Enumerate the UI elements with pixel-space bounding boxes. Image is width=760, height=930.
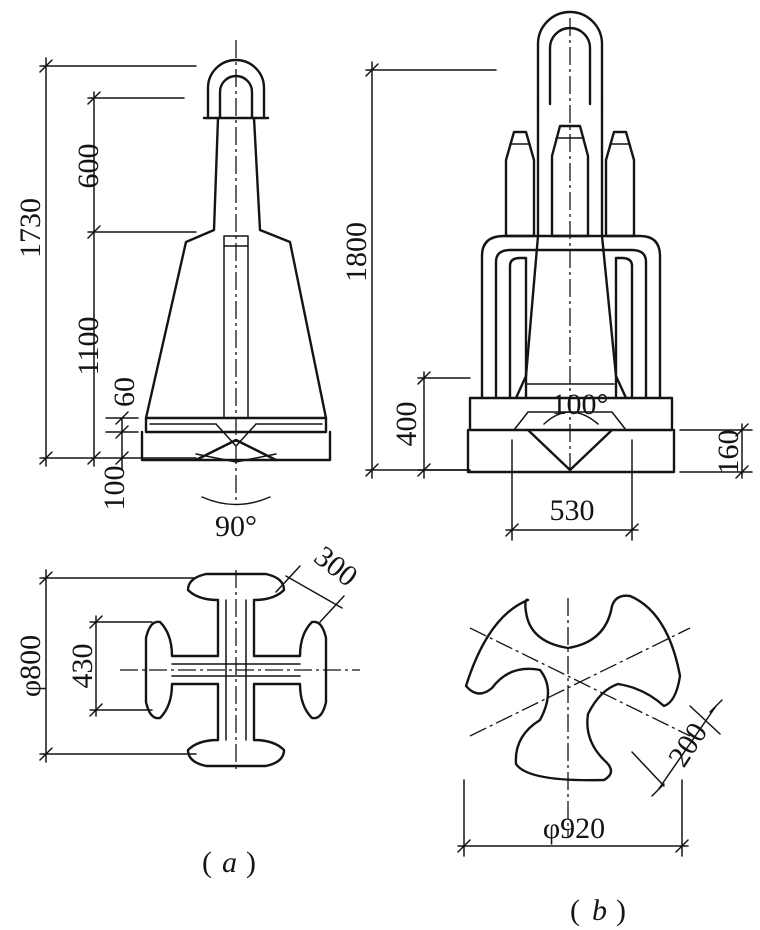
dim-spread-diameter-b: φ920 [543, 812, 605, 845]
anchor-b-elevation [466, 10, 676, 474]
shackle-inner-a [218, 74, 254, 120]
body-taper-b [514, 234, 628, 400]
dimensions-a [39, 57, 197, 471]
anchor-b-plan [464, 594, 691, 838]
dim-spread-diameter-a: φ800 [14, 635, 47, 697]
base-block-b [466, 428, 676, 474]
angle-arc-b [543, 411, 599, 425]
cross-plan-a [144, 572, 328, 768]
spike-left-b [504, 130, 536, 238]
dim-inner-span-a: 430 [66, 644, 99, 689]
anchor-a-elevation [140, 40, 332, 506]
shackle-outer-a [206, 58, 266, 120]
dim-handle-height-a: 600 [72, 144, 105, 189]
caption-b-letter: b [592, 894, 607, 927]
tip-a [194, 438, 278, 462]
dim-overall-height-a: 1730 [14, 198, 47, 258]
shackle-outer-b [536, 10, 604, 106]
shank-body-a [144, 116, 328, 420]
dim-arm-width-a: 300 [308, 540, 364, 594]
anchor-a-plan [120, 570, 360, 770]
caption-a-close: ) [246, 846, 256, 879]
angle-arc-a [201, 496, 271, 506]
tip-b [526, 428, 614, 472]
dim-arm-width-b: 200 [662, 717, 714, 773]
dim-flange-height-b: 160 [712, 430, 745, 475]
caption-b-open: ( [570, 894, 580, 927]
caption-a-open: ( [202, 846, 212, 879]
dim-body-height-a: 1100 [72, 317, 105, 376]
caption-b-close: ) [616, 894, 626, 927]
dim-base-width-b: 530 [550, 494, 595, 527]
shackle-inner-b [548, 26, 592, 106]
tri-plan-b [464, 594, 682, 782]
spike-right-b [604, 130, 636, 238]
dim-base-height-b: 400 [390, 402, 423, 447]
frame-outer-b [480, 234, 662, 400]
dim-base-height-a: 100 [98, 466, 131, 511]
dim-overall-height-b: 1800 [340, 222, 373, 282]
plan-dimensions-a [39, 565, 345, 763]
shank-slot-a [223, 235, 249, 419]
dim-tip-angle-a: 90° [215, 510, 257, 543]
caption-a-letter: a [222, 846, 237, 879]
base-top-b [468, 396, 674, 432]
base-block-a [140, 430, 332, 462]
flange-a [144, 416, 328, 434]
dim-flange-height-a: 60 [108, 377, 141, 407]
dim-tip-angle-b: 100° [552, 388, 609, 421]
dimensions-b [365, 61, 753, 541]
plan-dimensions-b [457, 699, 723, 857]
frame-inner-b [494, 248, 648, 400]
